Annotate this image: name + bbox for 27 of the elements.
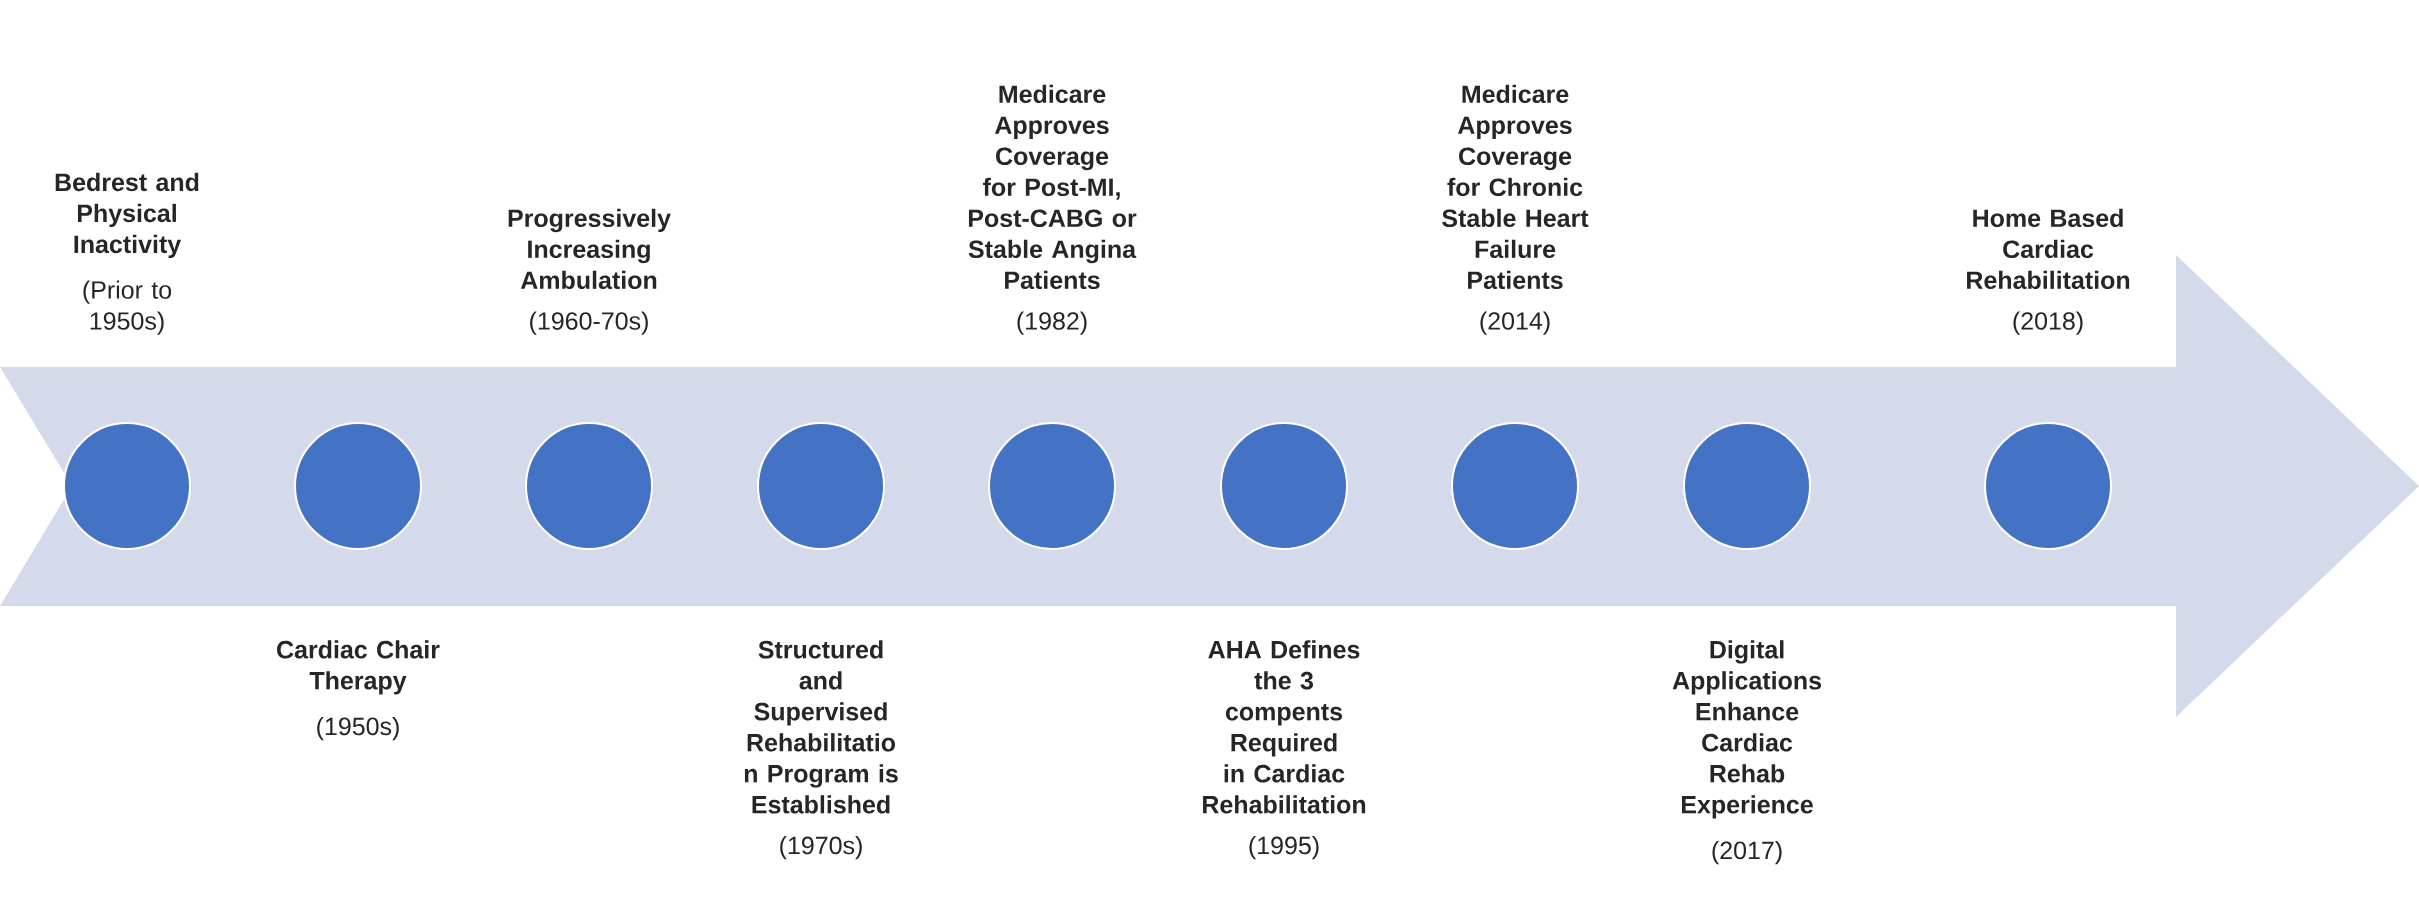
timeline-dot [988,422,1116,550]
event-label: Home Based Cardiac Rehabilitation [1967,208,2130,290]
event-label: Cardiac Chair Therapy [277,640,440,695]
timeline-dot [1683,422,1812,550]
timeline-dot [525,422,653,550]
event-label: Bedrest and Physical Inactivity [55,172,199,259]
timeline-dot [294,422,422,550]
date-label: (Prior to 1950s) [83,280,172,335]
timeline-dot [757,422,885,550]
date-label: (1950s) [317,716,399,741]
date-label: (1982) [1017,311,1087,335]
event-label: Structured and Supervised Rehabilitatio n Program is Established [744,640,898,814]
event-label: Digital Applications Enhance Cardiac Rehab Experience [1672,640,1821,819]
date-label: (1960-70s) [530,311,648,335]
timeline-dot [63,422,191,550]
date-label: (1995) [1249,835,1319,860]
date-label: (1970s) [780,835,862,860]
event-label: Medicare Approves Coverage for Chronic Stable Heart Failure Patients [1442,84,1589,290]
event-label: Medicare Approves Coverage for Post-MI, Post-CABG or Stable Angina Patients [968,84,1137,290]
event-label: AHA Defines the 3 compents Required in Cardiac Rehabilitation [1203,640,1366,814]
date-label: (2017) [1712,840,1782,865]
event-label: Progressively Increasing Ambulation [508,208,671,290]
timeline-dot [1984,422,2113,550]
timeline-dot [1220,422,1348,550]
timeline-dot [1451,422,1579,550]
date-label: (2018) [2013,311,2083,335]
date-label: (2014) [1480,311,1550,335]
